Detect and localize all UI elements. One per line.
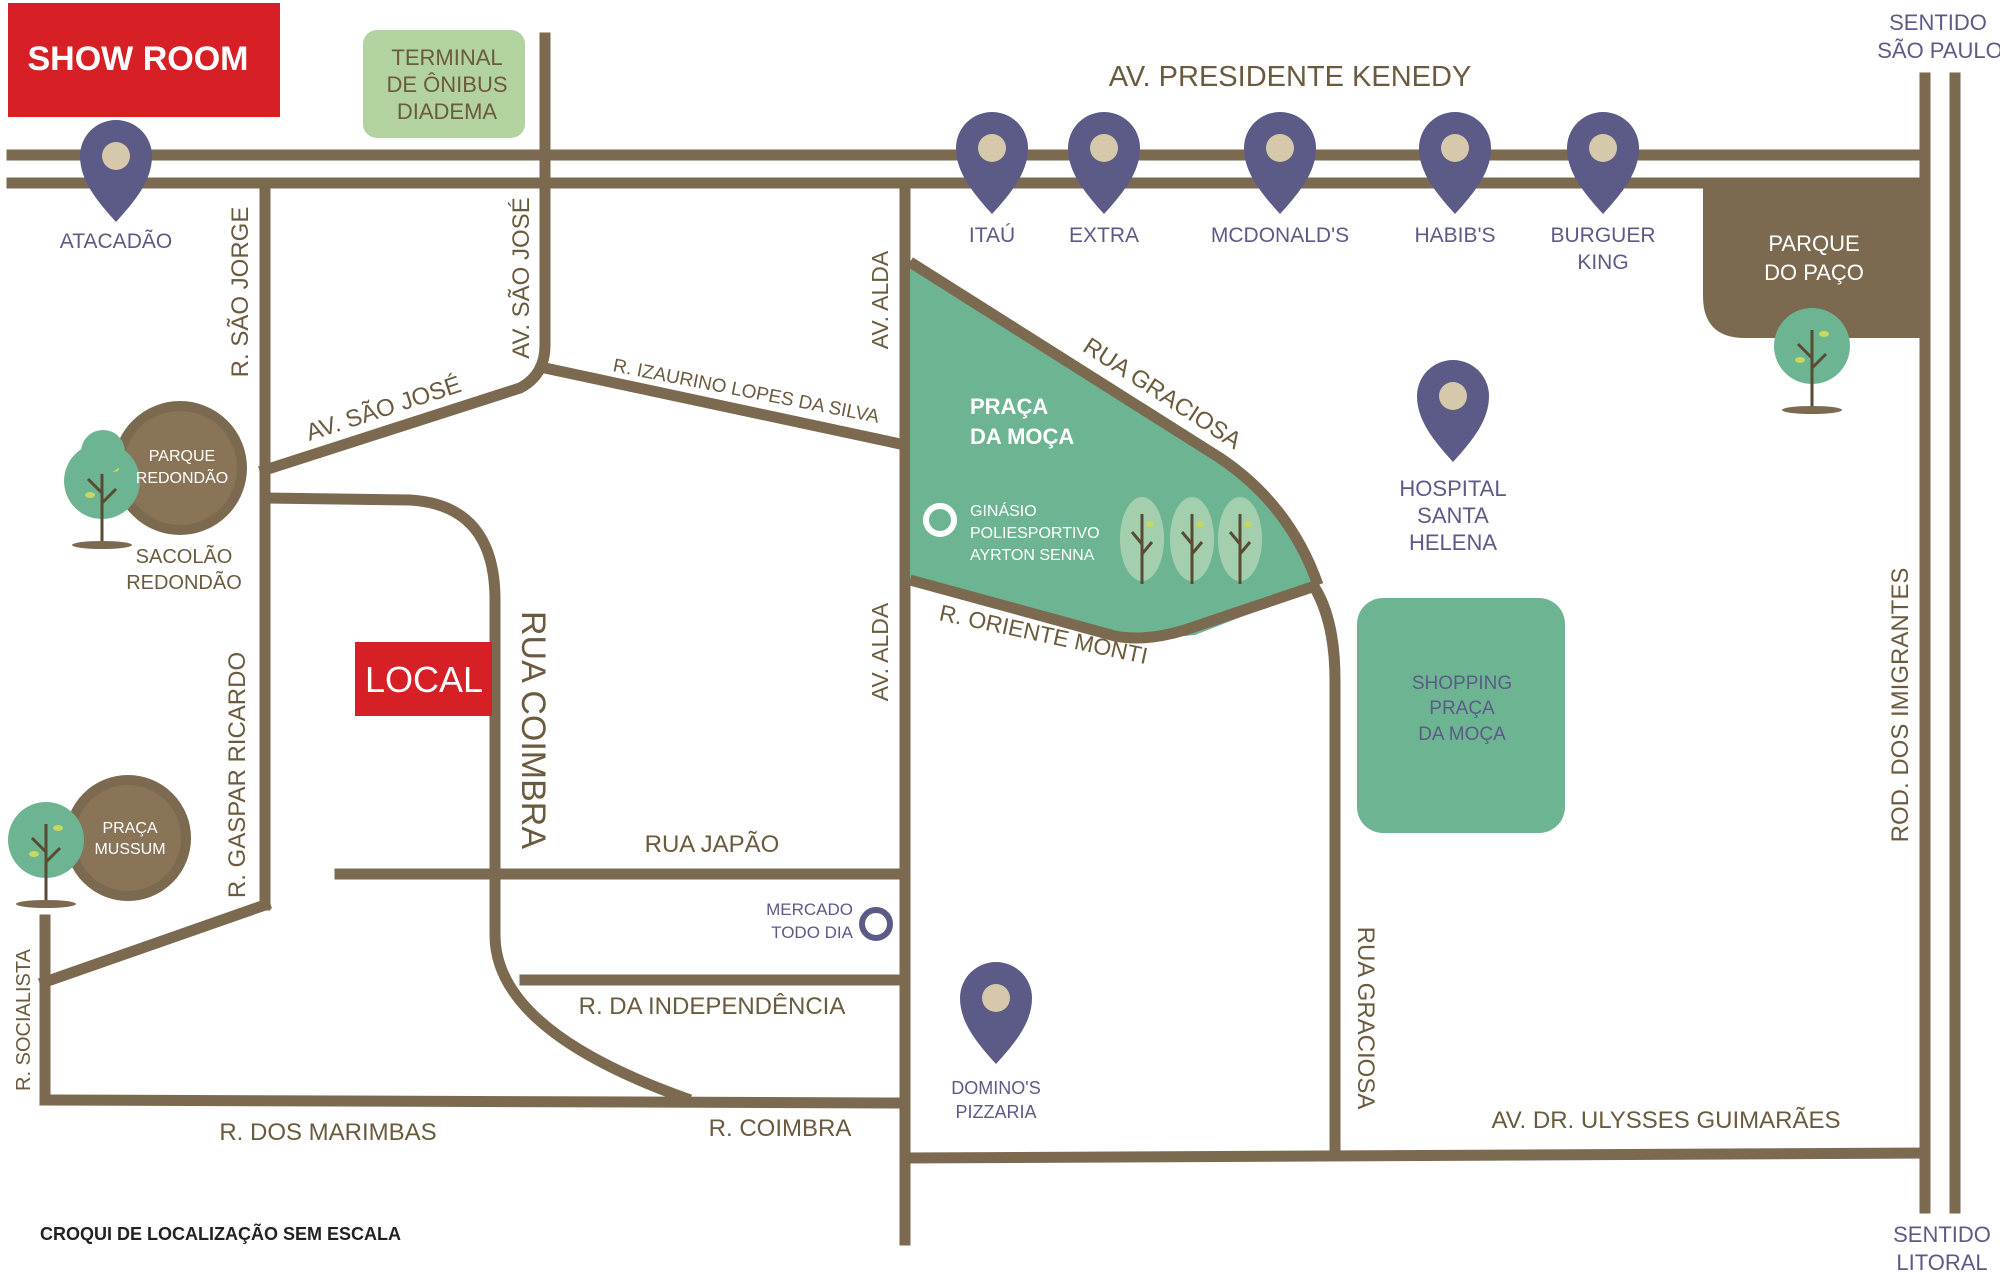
sentido-litoral-label-1: SENTIDO [1893, 1222, 1991, 1247]
road-label-r-dos-marimbas: R. DOS MARIMBAS [219, 1119, 436, 1146]
mercado-label-2: TODO DIA [771, 923, 854, 942]
road-label-av-ulysses: AV. DR. ULYSSES GUIMARÃES [1492, 1107, 1841, 1134]
praca-da-moca-park[interactable] [907, 257, 1324, 644]
praca-mussum-label-2: MUSSUM [94, 841, 165, 858]
pin-label-hospital-3: HELENA [1409, 530, 1497, 555]
road-diagonal-socialista [37, 897, 273, 990]
mcdonalds-pin-icon[interactable] [1244, 112, 1316, 214]
parque-do-paco-label-1: PARQUE [1768, 231, 1859, 256]
praca-da-moca-label-1: PRAÇA [970, 394, 1048, 419]
footer-note: CROQUI DE LOCALIZAÇÃO SEM ESCALA [40, 1223, 401, 1244]
parque-do-paco-label-2: DO PAÇO [1764, 260, 1864, 285]
itau-pin-icon[interactable] [956, 112, 1028, 214]
dominos-pin-icon[interactable] [960, 962, 1032, 1064]
sentido-sp-label-2: SÃO PAULO [1877, 38, 2000, 63]
road-label-r-socialista: R. SOCIALISTA [13, 948, 35, 1091]
road-av-sao-jose [258, 32, 551, 477]
show-room-label: SHOW ROOM [28, 40, 249, 78]
ginasio-label-2: POLIESPORTIVO [970, 525, 1100, 542]
road-label-av-alda-2: AV. ALDA [867, 602, 893, 701]
mercado-label-1: MERCADO [766, 900, 853, 919]
road-label-av-presidente-kenedy: AV. PRESIDENTE KENEDY [1109, 61, 1472, 93]
mercado-marker-icon[interactable] [859, 907, 893, 941]
atacadao-pin-icon[interactable] [80, 120, 152, 222]
terminal-onibus-diadema[interactable] [363, 30, 525, 138]
road-network [6, 32, 1961, 1246]
road-label-r-coimbra: R. COIMBRA [709, 1115, 852, 1142]
praca-mussum-tree-icon [6, 800, 86, 910]
road-label-av-alda-1: AV. ALDA [867, 250, 893, 349]
parque-redondao-label-2: REDONDÃO [136, 467, 228, 487]
road-label-rua-graciosa-vertical: RUA GRACIOSA [1352, 927, 1379, 1110]
road-r-dos-marimbas [39, 1094, 911, 1109]
ginasio-marker-icon[interactable] [923, 503, 957, 537]
road-label-r-independencia: R. DA INDEPENDÊNCIA [579, 993, 846, 1020]
pin-label-dominos-1: DOMINO'S [951, 1078, 1040, 1098]
parque-do-paco-tree-icon [1772, 306, 1852, 416]
pin-label-itau: ITAÚ [969, 224, 1015, 247]
pin-label-atacadao: ATACADÃO [60, 229, 172, 253]
shopping-label-3: DA MOÇA [1418, 724, 1506, 745]
pin-label-hospital-2: SANTA [1417, 503, 1489, 528]
parque-redondao-label-1: PARQUE [149, 448, 215, 465]
terminal-label-2: DE ÔNIBUS [386, 72, 507, 97]
road-r-izaurino [538, 361, 912, 452]
local-label: LOCAL [365, 659, 483, 700]
praca-mussum-circle[interactable] [65, 775, 191, 901]
pin-label-burguer-king-2: KING [1577, 251, 1628, 274]
habibs-pin-icon[interactable] [1419, 112, 1491, 214]
show-room-badge[interactable] [8, 3, 280, 117]
pin-label-burguer-king-1: BURGUER [1550, 224, 1655, 247]
road-label-r-sao-jorge: R. SÃO JORGE [227, 207, 254, 378]
road-label-rua-coimbra: RUA COIMBRA [514, 611, 552, 849]
sacolao-label-1: SACOLÃO [136, 544, 233, 568]
pin-label-mcdonalds: MCDONALD'S [1211, 224, 1349, 247]
road-label-rod-imigrantes: ROD. DOS IMIGRANTES [1887, 568, 1914, 843]
road-label-rua-japao: RUA JAPÃO [645, 831, 780, 858]
pin-label-hospital-1: HOSPITAL [1399, 476, 1506, 501]
ginasio-label-3: AYRTON SENNA [970, 547, 1095, 564]
local-badge[interactable] [355, 642, 492, 716]
parque-do-paco[interactable] [1703, 188, 1925, 338]
shopping-label-1: SHOPPING [1412, 673, 1512, 694]
ginasio-label-1: GINÁSIO [970, 501, 1037, 520]
extra-pin-icon[interactable] [1068, 112, 1140, 214]
terminal-label-1: TERMINAL [391, 45, 502, 70]
hospital-pin-icon[interactable] [1417, 360, 1489, 462]
sacolao-label-2: REDONDÃO [126, 570, 242, 594]
pin-label-habibs: HABIB'S [1414, 224, 1495, 247]
road-av-ulysses [899, 1147, 1931, 1164]
road-r-oriente-monti [908, 574, 1320, 644]
praca-mussum-label-1: PRAÇA [102, 820, 157, 837]
sentido-sp-label-1: SENTIDO [1889, 10, 1987, 35]
road-rua-graciosa-diagonal [907, 257, 1324, 587]
road-label-r-gaspar-ricardo: R. GASPAR RICARDO [224, 652, 251, 898]
praca-da-moca-label-2: DA MOÇA [970, 424, 1074, 449]
road-label-av-sao-jose-vertical: AV. SÃO JOSÉ [508, 197, 535, 358]
terminal-label-3: DIADEMA [397, 99, 498, 124]
pin-label-dominos-2: PIZZARIA [955, 1102, 1036, 1122]
shopping-label-2: PRAÇA [1429, 698, 1495, 719]
sentido-litoral-label-2: LITORAL [1896, 1250, 1987, 1272]
burguer-king-pin-icon[interactable] [1567, 112, 1639, 214]
road-rua-coimbra [259, 492, 693, 1106]
pin-label-extra: EXTRA [1069, 224, 1139, 247]
shopping-praca-da-moca[interactable] [1357, 598, 1565, 833]
road-rua-graciosa [1307, 580, 1341, 1161]
